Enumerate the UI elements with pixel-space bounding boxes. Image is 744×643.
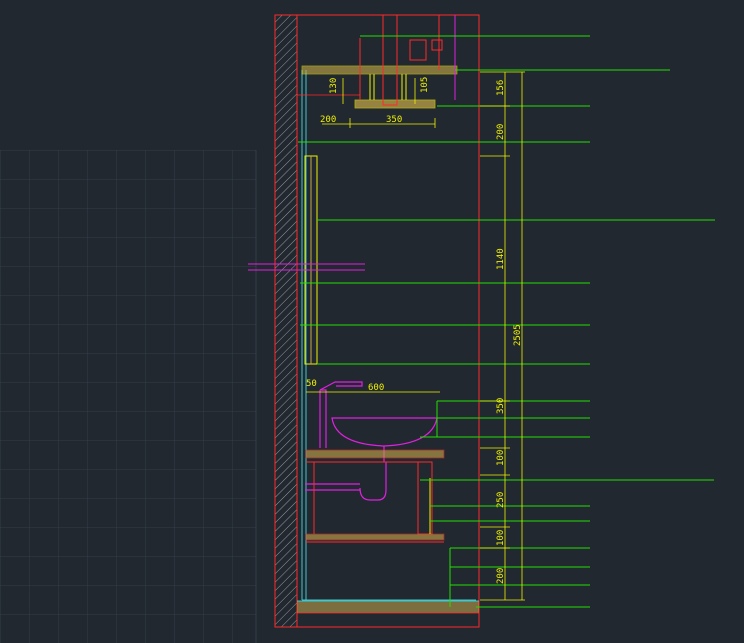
sink-fixture — [305, 381, 438, 501]
dim-top-130: 130 — [329, 78, 339, 94]
dimension-lines — [306, 71, 525, 601]
background-grid — [0, 150, 256, 643]
dim-top-105: 105 — [420, 77, 430, 93]
ceiling-assembly — [297, 14, 458, 109]
dim-chain-1140: 1140 — [496, 248, 506, 270]
dim-chain-100b: 100 — [496, 530, 506, 546]
dimension-labels: 130 105 200 350 50 600 156 200 1140 350 … — [306, 77, 523, 584]
dim-chain-100a: 100 — [496, 450, 506, 466]
dim-chain-156: 156 — [496, 80, 506, 96]
wall-section — [274, 14, 480, 628]
dim-sink-50: 50 — [306, 379, 317, 389]
mirror-cabinet — [248, 155, 365, 365]
dim-chain-250: 250 — [496, 492, 506, 508]
dim-chain-350: 350 — [496, 398, 506, 414]
base-cabinet — [305, 449, 445, 543]
dim-top-200: 200 — [320, 115, 336, 125]
dim-chain-200b: 200 — [496, 568, 506, 584]
dim-chain-200a: 200 — [496, 124, 506, 140]
dim-sink-600: 600 — [368, 383, 384, 393]
dim-overall-2505: 2505 — [513, 324, 523, 346]
dim-top-350: 350 — [386, 115, 402, 125]
leader-lines — [298, 35, 715, 608]
wall-finish — [301, 70, 476, 601]
